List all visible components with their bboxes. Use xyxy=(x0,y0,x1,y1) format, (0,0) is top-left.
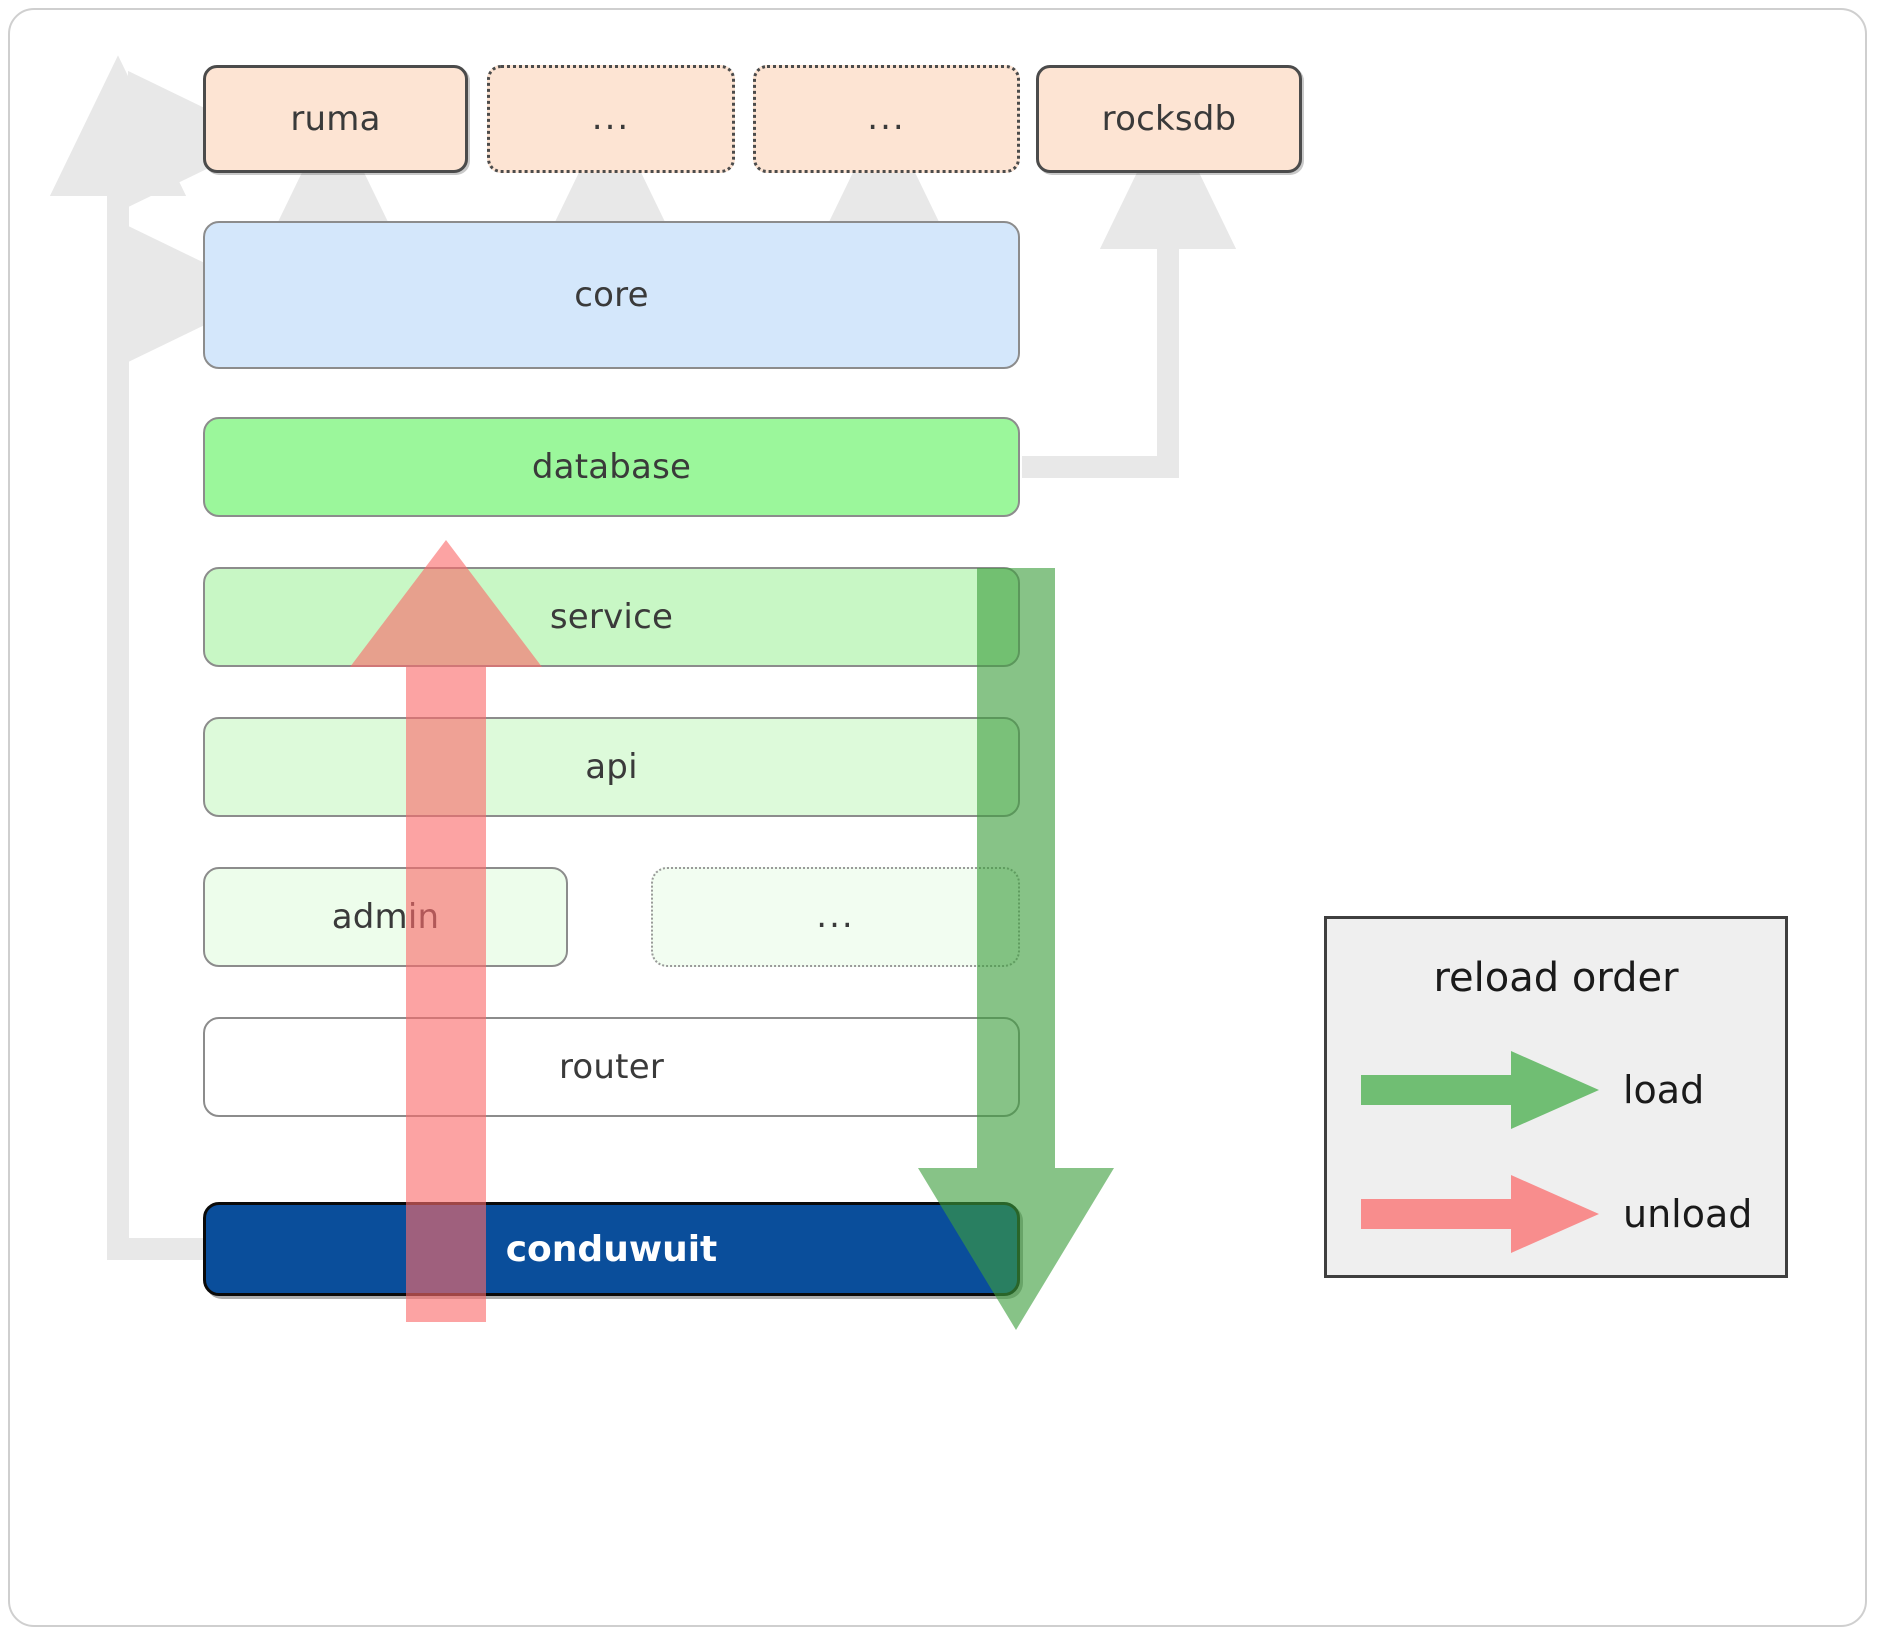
layer-box-router[interactable]: router xyxy=(203,1017,1020,1117)
dependency-box-ellipsis-2[interactable]: ... xyxy=(753,65,1020,173)
legend-title: reload order xyxy=(1433,955,1679,1001)
legend-label-unload: unload xyxy=(1623,1192,1753,1236)
layer-label: ... xyxy=(816,896,855,937)
layer-label: router xyxy=(558,1047,664,1087)
legend-label-load: load xyxy=(1623,1068,1705,1112)
unload-arrow-icon xyxy=(1361,1175,1599,1253)
dependency-label: ruma xyxy=(290,99,381,139)
layer-label: service xyxy=(549,597,674,637)
layer-box-ellipsis[interactable]: ... xyxy=(651,867,1020,967)
dependency-box-ellipsis-1[interactable]: ... xyxy=(487,65,735,173)
layer-label: api xyxy=(585,747,638,787)
root-box-conduwuit[interactable]: conduwuit xyxy=(203,1202,1020,1296)
dependency-box-ruma[interactable]: ruma xyxy=(203,65,468,173)
layer-box-core[interactable]: core xyxy=(203,221,1020,369)
layer-label: core xyxy=(574,275,649,315)
layer-box-api[interactable]: api xyxy=(203,717,1020,817)
layer-label: database xyxy=(531,447,692,487)
dependency-label: ... xyxy=(591,98,631,139)
layer-label: admin xyxy=(331,897,440,937)
root-label: conduwuit xyxy=(505,1228,718,1270)
layer-box-database[interactable]: database xyxy=(203,417,1020,517)
legend-row-load: load xyxy=(1361,1045,1761,1135)
dependency-label: ... xyxy=(867,98,906,139)
layer-box-admin[interactable]: admin xyxy=(203,867,568,967)
dependency-label: rocksdb xyxy=(1101,99,1237,139)
layer-box-service[interactable]: service xyxy=(203,567,1020,667)
dependency-box-rocksdb[interactable]: rocksdb xyxy=(1036,65,1302,173)
legend-panel: reload order load unload xyxy=(1324,916,1788,1278)
load-arrow-icon xyxy=(1361,1051,1599,1129)
legend-row-unload: unload xyxy=(1361,1169,1761,1259)
